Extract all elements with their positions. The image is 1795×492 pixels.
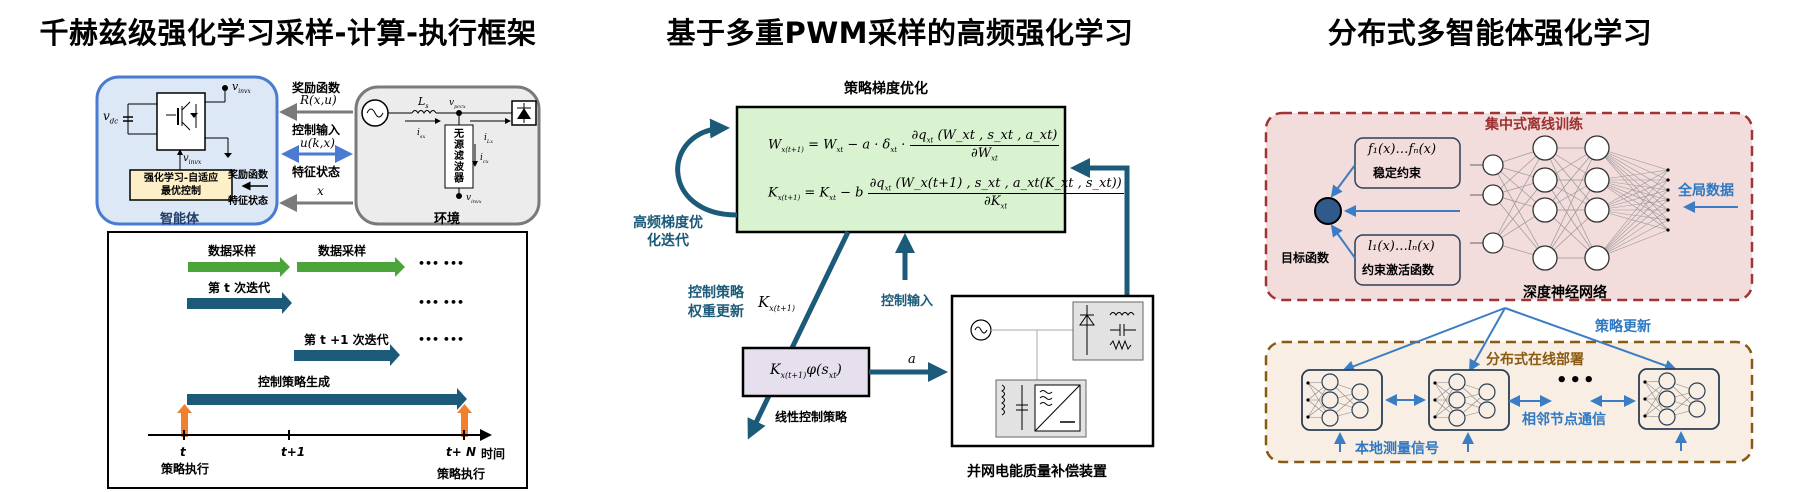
device-label: 并网电能质量补偿装置 xyxy=(967,464,1107,480)
neuron xyxy=(1584,245,1610,271)
iteration-t1-arrow xyxy=(294,344,400,366)
activation-box xyxy=(1354,234,1461,286)
loop-arrow xyxy=(675,118,738,218)
sampling-label-2: 数据采样 xyxy=(318,244,367,258)
neighbor-comm-label: 相邻节点通信 xyxy=(1522,412,1606,428)
stable-label: 稳定约束 xyxy=(1373,166,1422,180)
gradient-opt-title: 策略梯度优化 xyxy=(844,81,928,97)
stable-math: f₁(x)…fₙ(x) xyxy=(1368,142,1437,157)
ellipsis-3: ••• ••• xyxy=(418,333,465,346)
linear-policy-box xyxy=(741,346,871,398)
policy-update-arrows xyxy=(1342,307,1677,373)
policy-generation-arrow xyxy=(187,388,467,410)
isx-label: isx xyxy=(417,128,426,140)
weight-math: Kx(t+1) xyxy=(758,293,795,313)
state-math: x xyxy=(317,184,324,198)
gradient-equation-box xyxy=(735,105,1067,234)
equation-k: Kx(t+1) = Kxt − b ∂qxt (W_x(t+1) , s_xt … xyxy=(768,176,1124,211)
action-label: a xyxy=(908,352,916,367)
grid-source-icon xyxy=(970,319,1073,380)
active-filter-icon xyxy=(995,379,1087,438)
iteration-t-arrow xyxy=(187,292,292,314)
neuron xyxy=(1532,197,1558,223)
feedback-line xyxy=(1070,158,1130,297)
filter-var: x xyxy=(455,176,461,186)
policy-generation-label: 控制策略生成 xyxy=(258,375,331,389)
policy-update-label: 策略更新 xyxy=(1595,319,1651,335)
inverter-icon xyxy=(123,85,232,170)
neuron xyxy=(1532,135,1558,161)
linear-policy-math: Kx(t+1)φ(sxt) xyxy=(770,362,842,380)
linear-policy-label: 线性控制策略 xyxy=(775,410,848,424)
grid-circuit-icon xyxy=(361,99,537,199)
inner-reward-label: 奖励函数 xyxy=(228,170,268,181)
inner-state-label: 特征状态 xyxy=(228,196,268,207)
reward-math: R(x,u) xyxy=(300,93,337,107)
exec-end-label: 策略执行 xyxy=(437,467,486,481)
global-data-label: 全局数据 xyxy=(1678,183,1734,199)
neuron xyxy=(1532,245,1558,271)
tick-t1: t+1 xyxy=(281,445,306,459)
vinv-label: vinvx xyxy=(232,80,251,96)
exec-start-arrow xyxy=(177,404,192,437)
neuron xyxy=(1584,167,1610,193)
sampling-arrow-1 xyxy=(188,257,290,277)
objective-label: 目标函数 xyxy=(1281,251,1330,265)
neuron xyxy=(1482,154,1504,176)
vinv-ref-label: vinvx xyxy=(183,153,202,166)
axis-label-time: 时间 xyxy=(481,447,506,461)
objective-node xyxy=(1314,197,1342,225)
panel2-title: 基于多重PWM采样的高频强化学习 xyxy=(666,16,1134,50)
state-label: 特征状态 xyxy=(292,165,341,179)
equation-w: Wx(t+1) = Wxt − a · δxt · ∂qxt (W_xt , s… xyxy=(768,128,1060,163)
exec-end-arrow xyxy=(457,404,472,437)
neuron xyxy=(1584,135,1610,161)
exec-start-label: 策略执行 xyxy=(161,462,210,476)
passive-filter-icon xyxy=(1072,301,1144,361)
agent-label: 智能体 xyxy=(160,212,200,227)
tick-tN: t+ N xyxy=(446,445,477,459)
neuron xyxy=(1584,197,1610,223)
control-label: 控制输入 xyxy=(292,123,341,137)
local-signal-label: 本地测量信号 xyxy=(1355,441,1439,457)
loop-label: 高频梯度优化迭代 xyxy=(633,215,703,249)
control-input-label: 控制输入 xyxy=(881,294,934,309)
iteration-t-label: 第 t 次迭代 xyxy=(208,281,271,295)
environment-label: 环境 xyxy=(434,212,461,227)
reward-label: 奖励函数 xyxy=(292,81,341,95)
dnn-label: 深度神经网络 xyxy=(1523,285,1607,301)
weight-update-label: 控制策略权重更新 xyxy=(688,285,744,320)
node-ellipsis: ••• xyxy=(1556,370,1597,391)
sampling-label-1: 数据采样 xyxy=(208,244,257,258)
neuron xyxy=(1482,184,1504,206)
filter-label: 无源滤波器 xyxy=(454,129,464,184)
neuron xyxy=(1532,167,1558,193)
activation-label: 约束激活函数 xyxy=(1362,263,1435,277)
vdc-label: vdc xyxy=(103,109,119,126)
ellipsis-1: ••• ••• xyxy=(418,257,465,270)
dnn-icon xyxy=(1470,135,1670,271)
sampling-arrow-2 xyxy=(297,257,405,277)
ellipsis-2: ••• ••• xyxy=(418,296,465,309)
tick-t: t xyxy=(180,445,186,459)
ilx-label: iLx xyxy=(484,133,494,145)
stable-constraint-box xyxy=(1354,137,1461,189)
central-training-label: 集中式离线训练 xyxy=(1485,117,1583,133)
distributed-deploy-label: 分布式在线部署 xyxy=(1486,352,1584,368)
panel1-title: 千赫兹级强化学习采样-计算-执行框架 xyxy=(39,16,537,50)
inductor-label: Ls xyxy=(418,95,429,111)
control-math: u(k,x) xyxy=(300,136,335,150)
neuron xyxy=(1482,232,1504,254)
iteration-t1-label: 第 t +1 次迭代 xyxy=(304,333,389,347)
vinv-env-label: vinvx xyxy=(466,193,482,205)
rl-controller-box xyxy=(129,169,233,201)
panel3-title: 分布式多智能体强化学习 xyxy=(1327,16,1653,50)
rl-controller-label: 强化学习-自适应最优控制 xyxy=(143,173,219,197)
activation-math: l₁(x)…lₙ(x) xyxy=(1368,239,1435,254)
vpcc-label: vpccx xyxy=(449,98,466,110)
weight-update-line xyxy=(747,230,851,440)
icx-label: icx xyxy=(480,153,489,165)
